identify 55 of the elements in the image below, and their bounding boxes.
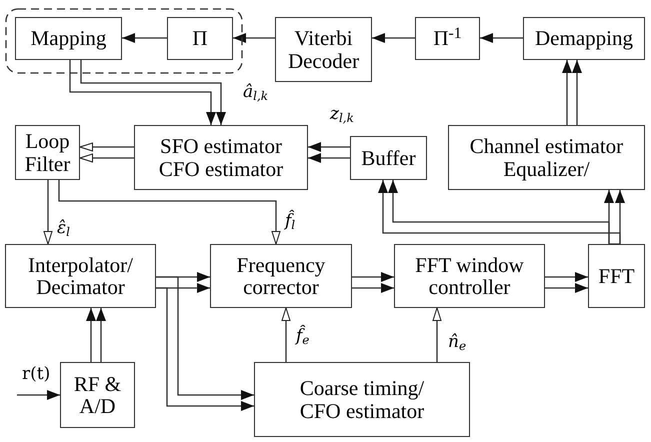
box-label: FFT window controller — [414, 254, 525, 298]
box-label: Coarse timing/ CFO estimator — [298, 377, 426, 422]
box-label: Demapping — [535, 27, 633, 50]
box-label: Viterbi Decoder — [286, 27, 360, 72]
double-arrow — [80, 142, 134, 162]
process-box — [415, 17, 480, 60]
box-label: RF & A/D — [72, 372, 122, 418]
arrow — [122, 33, 167, 43]
box-label: Frequency corrector — [236, 254, 326, 298]
process-box — [254, 362, 470, 437]
box-label: Π$^{-1}$ — [433, 27, 462, 50]
process-box — [350, 136, 427, 180]
process-box — [5, 244, 156, 308]
process-box — [15, 125, 80, 180]
box-label: Channel estimator Equalizer/ — [468, 135, 624, 180]
box-label: Mapping — [30, 27, 106, 50]
double-arrow — [352, 272, 394, 293]
process-box — [448, 125, 645, 190]
box-label: Interpolator/ Decimator — [27, 254, 134, 298]
process-box — [394, 244, 545, 308]
double-arrow — [604, 190, 625, 244]
double-arrow — [86, 308, 106, 362]
edge-label: â$_{l,k}$ — [243, 84, 268, 101]
arrow — [44, 180, 52, 244]
box-label: Π — [192, 27, 208, 50]
arrow — [372, 33, 415, 43]
dashed-group-box — [5, 8, 243, 74]
double-arrow — [545, 272, 588, 293]
process-box — [588, 244, 645, 308]
double-arrow — [308, 142, 350, 163]
box-label: FFT — [598, 264, 635, 288]
arrow — [480, 33, 523, 43]
double-arrow — [156, 276, 254, 411]
edge-label: ε̂$_{l}$ — [57, 220, 70, 237]
box-label: Buffer — [361, 146, 416, 170]
edge-label: n̂$_{e}$ — [448, 334, 466, 351]
process-box — [60, 362, 135, 428]
box-label: Loop Filter — [24, 130, 72, 175]
arrow — [233, 33, 275, 43]
arrow — [17, 390, 60, 400]
process-box — [275, 17, 372, 82]
arrow — [432, 308, 442, 362]
arrow — [58, 180, 280, 244]
box-label: SFO estimator CFO estimator — [158, 135, 284, 180]
process-box — [167, 17, 233, 60]
double-arrow — [562, 60, 582, 125]
process-box — [15, 17, 122, 60]
process-box — [523, 17, 645, 60]
edge-label: r(t) — [22, 366, 50, 383]
arrow — [282, 308, 290, 362]
double-arrow — [69, 60, 226, 125]
edge-label: z$_{l,k}$ — [330, 106, 354, 123]
process-box — [134, 125, 308, 190]
double-arrow — [378, 180, 621, 245]
process-box — [210, 244, 352, 308]
